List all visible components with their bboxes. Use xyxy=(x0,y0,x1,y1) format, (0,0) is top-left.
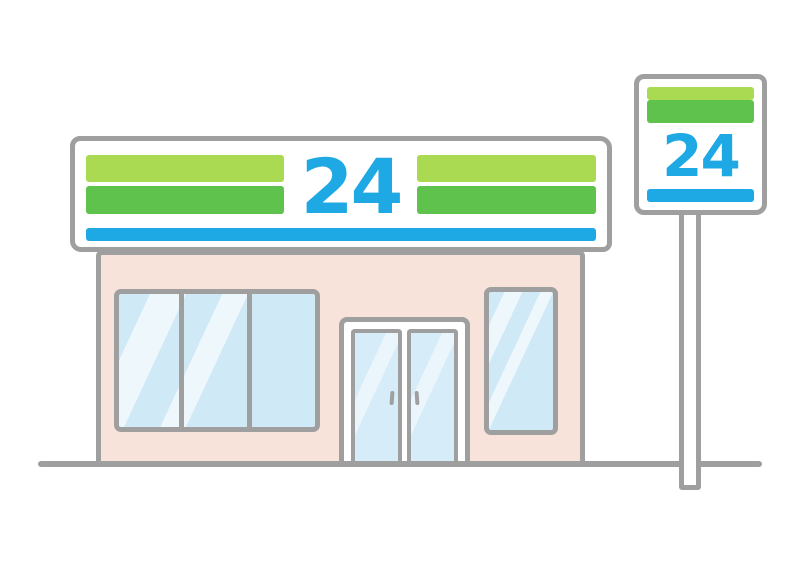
fascia-green-stripe-left xyxy=(86,186,284,214)
window-pane-divider xyxy=(179,294,184,427)
board-green-stripe xyxy=(647,100,754,123)
sign-pole xyxy=(679,200,701,490)
door-right-panel xyxy=(407,329,458,463)
board-light-green-stripe xyxy=(647,87,754,100)
ground-line xyxy=(38,461,762,467)
fascia-light-green-stripe-right xyxy=(417,155,596,182)
door-left-panel xyxy=(351,329,402,463)
fascia-green-stripe-right xyxy=(417,186,596,214)
storefront-sign: 24 xyxy=(70,136,612,252)
window-pane-divider xyxy=(247,294,252,427)
fascia-blue-stripe xyxy=(86,228,596,241)
pole-sign-number: 24 xyxy=(662,122,741,190)
right-window xyxy=(484,287,558,435)
board-blue-stripe xyxy=(647,189,754,202)
entrance-door xyxy=(339,317,470,463)
fascia-light-green-stripe-left xyxy=(86,155,284,182)
pole-sign-board: 24 xyxy=(634,74,767,215)
door-handle xyxy=(414,390,420,406)
store-sign-number: 24 xyxy=(300,142,404,231)
door-handle xyxy=(389,390,395,406)
left-window xyxy=(114,289,320,432)
